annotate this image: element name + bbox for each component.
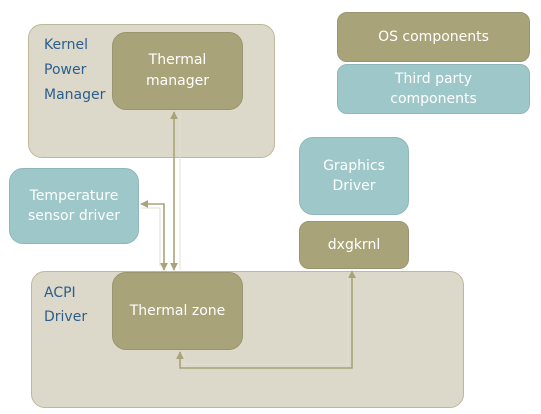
kernel-label-line-1: Kernel (44, 37, 88, 53)
temperature-sensor-driver-box: Temperature sensor driver (9, 168, 139, 244)
legend-os-components: OS components (337, 12, 530, 62)
dxgkrnl-box: dxgkrnl (299, 221, 409, 269)
thermal-manager-zone-connector (170, 111, 181, 271)
acpi-driver-label: ACPI Driver (44, 281, 87, 329)
kernel-power-manager-label: Kernel Power Manager (44, 33, 105, 108)
kernel-label-line-3: Manager (44, 87, 106, 103)
thermal-manager-box: Thermal manager (112, 32, 243, 110)
sensor-zone-connector (140, 200, 168, 271)
zone-dxgkrnl-connector (176, 270, 356, 369)
legend-third-party-components: Third party components (337, 64, 530, 114)
graphics-driver-box: Graphics Driver (299, 137, 409, 215)
acpi-label-line-1: ACPI (44, 285, 76, 301)
acpi-label-line-2: Driver (44, 309, 88, 325)
kernel-label-line-2: Power (44, 62, 87, 78)
